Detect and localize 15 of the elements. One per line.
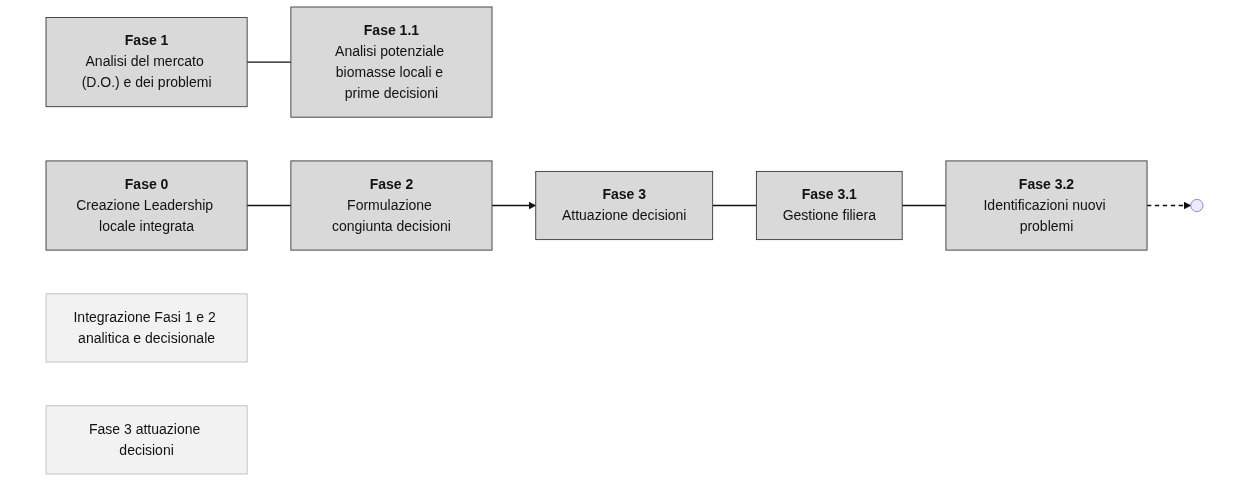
node-box: Fase 1.1 Analisi potenziale biomasse locali e prime decisioni xyxy=(290,6,493,118)
node-box: Fase 2 Formulazione congiunta decisioni xyxy=(290,160,493,251)
connector xyxy=(246,204,292,207)
node-box: Fase 3 attuazione decisioni xyxy=(45,405,248,475)
node-box: Fase 3 Attuazione decisioni xyxy=(535,170,714,241)
node-box: Integrazione Fasi 1 e 2 analitica e decisionale xyxy=(45,293,248,363)
arrow xyxy=(1146,201,1192,210)
connector xyxy=(246,61,292,63)
node-box: Fase 0 Creazione Leadership locale integrata xyxy=(45,160,248,251)
arrow xyxy=(491,201,537,210)
node-box: Fase 3.2 Identificazioni nuovi problemi xyxy=(945,160,1148,251)
connector xyxy=(901,204,947,207)
node-box: Fase 3.1 Gestione filiera xyxy=(755,170,903,241)
connector xyxy=(712,204,758,207)
node-box: Fase 1 Analisi del mercato (D.O.) e dei problemi xyxy=(45,17,248,108)
